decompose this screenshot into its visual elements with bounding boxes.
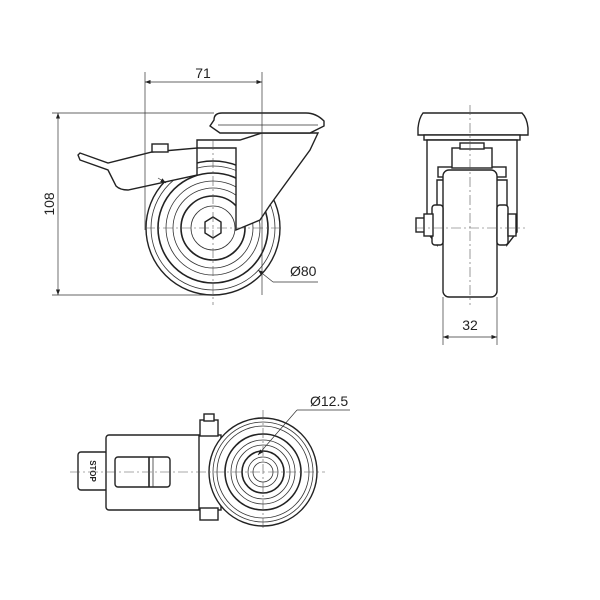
front-view: 32 — [415, 105, 529, 345]
dim-71: 71 — [195, 65, 211, 81]
top-plate-front — [417, 112, 529, 136]
dim-bore-diameter: Ø12.5 — [310, 393, 348, 409]
bottom-view: STOP Ø12.5 — [70, 393, 350, 530]
dim-wheel-diameter: Ø80 — [290, 263, 317, 279]
dim-108: 108 — [41, 192, 57, 216]
top-plate-side — [209, 112, 325, 134]
bolt-head-top — [199, 419, 219, 437]
fork-side — [196, 132, 320, 232]
side-view: 71 108 Ø80 — [41, 65, 325, 305]
stop-label: STOP — [88, 460, 97, 482]
bolt-head-bottom — [199, 507, 219, 521]
dim-32: 32 — [462, 317, 478, 333]
